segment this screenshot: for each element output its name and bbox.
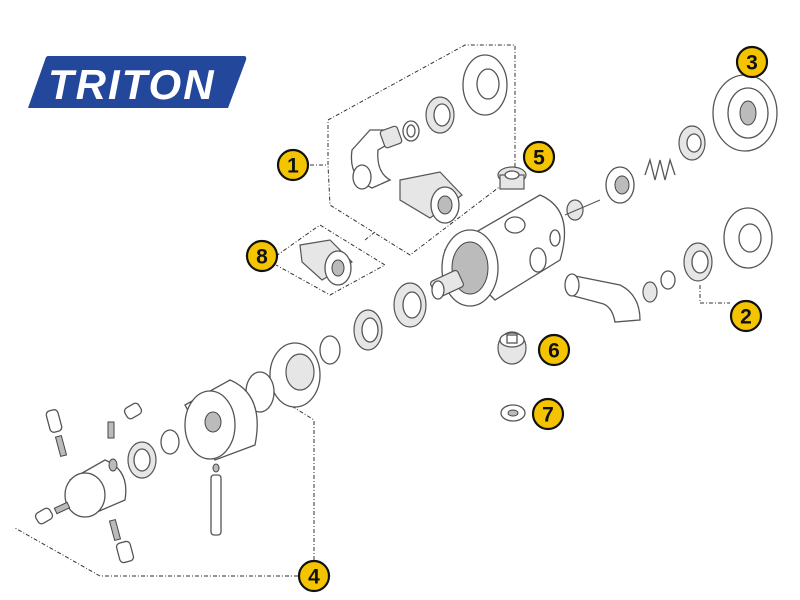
part-threaded-adaptor bbox=[393, 282, 427, 328]
part-o-ring-c bbox=[160, 429, 180, 455]
part-plug-5 bbox=[497, 166, 527, 190]
callout-2[interactable]: 2 bbox=[729, 299, 763, 333]
callout-8[interactable]: 8 bbox=[245, 239, 279, 273]
part-seat bbox=[605, 166, 635, 204]
logo-text: TRITON bbox=[48, 61, 216, 108]
callout-7[interactable]: 7 bbox=[531, 397, 565, 431]
part-handle bbox=[64, 458, 127, 518]
callout-label: 2 bbox=[740, 306, 752, 329]
callout-label: 8 bbox=[256, 246, 268, 269]
callout-label: 5 bbox=[533, 147, 545, 170]
part-locknut bbox=[269, 342, 321, 408]
callout-5[interactable]: 5 bbox=[522, 140, 556, 174]
part-small-valve bbox=[564, 199, 601, 221]
part-shroud-front bbox=[184, 379, 258, 461]
part-elbow-upper bbox=[350, 125, 403, 190]
part-flange-upper bbox=[462, 54, 508, 116]
part-grub-screws bbox=[34, 402, 143, 564]
callout-1[interactable]: 1 bbox=[276, 148, 310, 182]
part-bush bbox=[678, 125, 706, 161]
callout-3[interactable]: 3 bbox=[735, 45, 769, 79]
callout-label: 7 bbox=[542, 404, 554, 427]
part-elbow-lower bbox=[564, 273, 658, 323]
callout-label: 3 bbox=[746, 52, 758, 75]
callout-label: 1 bbox=[287, 155, 299, 178]
part-ring-small bbox=[402, 120, 420, 142]
part-valve-body bbox=[441, 194, 566, 307]
part-pin bbox=[210, 463, 222, 536]
part-washer-7 bbox=[500, 404, 526, 422]
part-nut-upper bbox=[425, 96, 455, 134]
callout-6[interactable]: 6 bbox=[537, 333, 571, 367]
callout-label: 4 bbox=[308, 566, 320, 589]
part-thread-sleeve bbox=[353, 309, 383, 351]
callout-label: 6 bbox=[548, 340, 560, 363]
callout-4[interactable]: 4 bbox=[297, 559, 331, 593]
part-check-valve-8 bbox=[299, 239, 353, 286]
part-cartridge bbox=[429, 269, 465, 300]
part-ring-2 bbox=[660, 270, 676, 290]
part-flange-2 bbox=[723, 207, 773, 269]
part-o-ring-a bbox=[319, 335, 341, 365]
triton-logo: TRITON bbox=[28, 56, 247, 108]
part-connector-upper bbox=[399, 171, 463, 224]
leader-lines bbox=[14, 44, 730, 577]
part-nut-2 bbox=[683, 242, 713, 282]
part-spline-adaptor bbox=[127, 441, 157, 479]
part-cap-6 bbox=[497, 331, 527, 365]
part-shroud-3 bbox=[712, 74, 778, 152]
part-spring bbox=[644, 157, 676, 181]
